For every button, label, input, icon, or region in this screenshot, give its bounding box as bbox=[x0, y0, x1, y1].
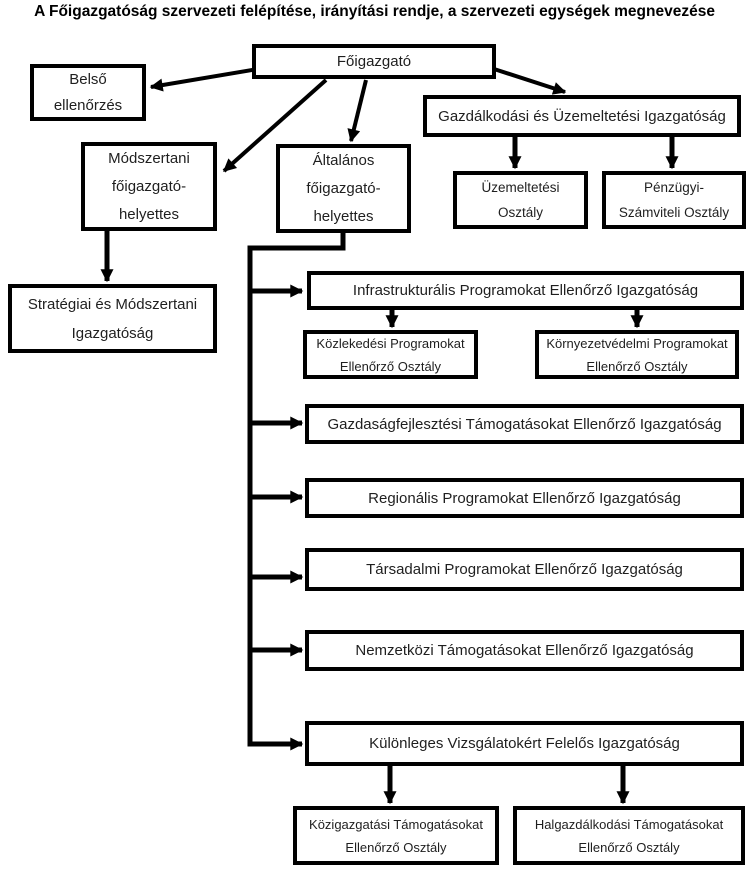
node-halgazdalkodasi-osztaly: Halgazdálkodási Támogatásokat Ellenőrző … bbox=[513, 806, 745, 865]
edge-foigazgato-belso bbox=[149, 67, 259, 92]
node-foigazgato: Főigazgató bbox=[252, 44, 496, 79]
node-regionalis-igazgatosag: Regionális Programokat Ellenőrző Igazgat… bbox=[305, 478, 744, 518]
node-altalanos-helyettes: Általános főigazgató- helyettes bbox=[276, 144, 411, 233]
node-uzemeltetesi-osztaly: Üzemeltetési Osztály bbox=[453, 171, 588, 229]
node-nemzetkozi-igazgatosag: Nemzetközi Támogatásokat Ellenőrző Igazg… bbox=[305, 630, 744, 671]
edge-foigazgato-altalanos bbox=[347, 79, 368, 143]
node-strategiai-igazgatosag: Stratégiai és Módszertani Igazgatóság bbox=[8, 284, 217, 353]
node-modszertani-helyettes: Módszertani főigazgató- helyettes bbox=[81, 142, 217, 231]
node-kulonleges-igazgatosag: Különleges Vizsgálatokért Felelős Igazga… bbox=[305, 721, 744, 766]
node-kozigazgatasi-osztaly: Közigazgatási Támogatásokat Ellenőrző Os… bbox=[293, 806, 499, 865]
node-tarsadalmi-igazgatosag: Társadalmi Programokat Ellenőrző Igazgat… bbox=[305, 548, 744, 591]
node-gazdasagfejlesztesi-igazgatosag: Gazdaságfejlesztési Támogatásokat Ellenő… bbox=[305, 404, 744, 444]
node-belso-ellenorzes: Belső ellenőrzés bbox=[30, 64, 146, 121]
chart-title: A Főigazgatóság szervezeti felépítése, i… bbox=[34, 3, 715, 20]
node-penzugyi-szamviteli-osztaly: Pénzügyi- Számviteli Osztály bbox=[602, 171, 746, 229]
node-gazdalkodasi-igazgatosag: Gazdálkodási és Üzemeltetési Igazgatóság bbox=[423, 95, 741, 137]
node-kornyezetvedelmi-osztaly: Környezetvédelmi Programokat Ellenőrző O… bbox=[535, 330, 739, 379]
edge-foigazgato-gazdalkodasi bbox=[493, 67, 567, 95]
node-kozlekedesi-osztaly: Közlekedési Programokat Ellenőrző Osztál… bbox=[303, 330, 478, 379]
node-infrastrukturalis-igazgatosag: Infrastrukturális Programokat Ellenőrző … bbox=[307, 271, 744, 310]
